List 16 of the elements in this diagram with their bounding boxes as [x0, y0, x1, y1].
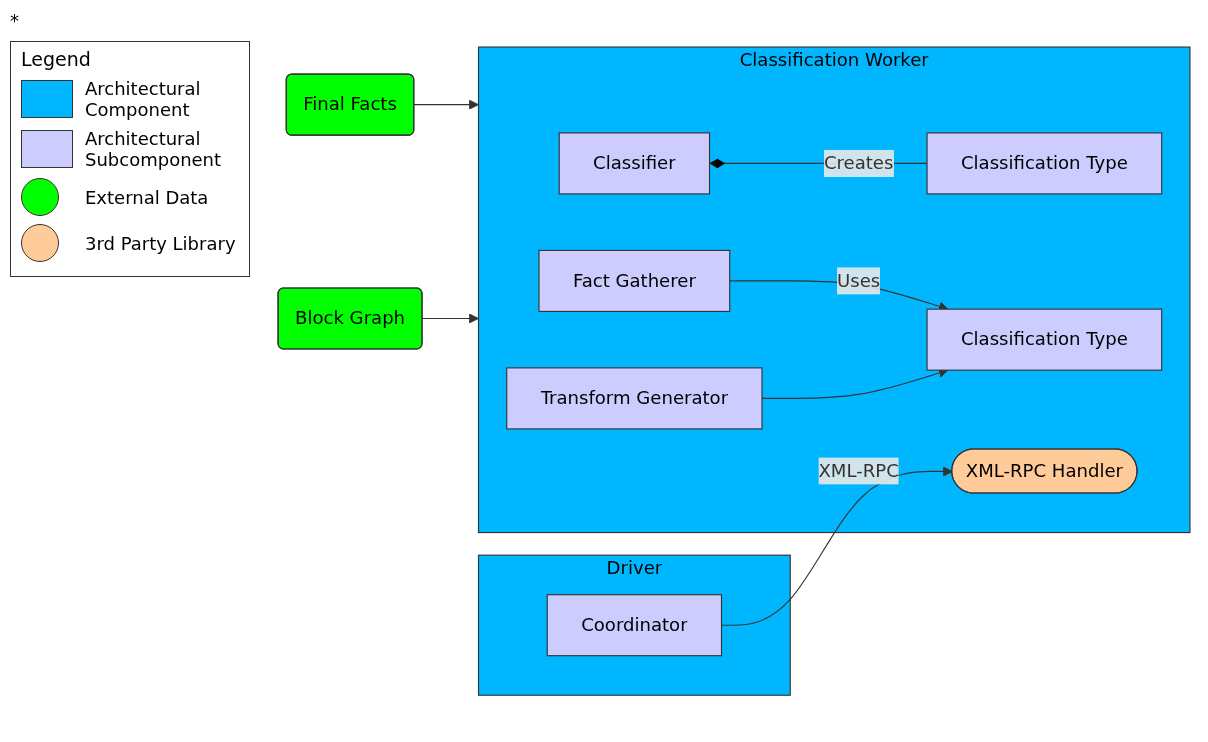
edge-label: Creates	[823, 151, 894, 174]
node-box: Transform Generator	[506, 367, 763, 430]
legend-text: 3rd Party Library	[85, 232, 236, 254]
node-box: Coordinator	[546, 594, 723, 657]
edge-label: XML-RPC	[818, 459, 899, 482]
node-box: Fact Gatherer	[538, 249, 731, 312]
multiplicity-label: *	[10, 10, 20, 31]
legend-text: Architectural Component	[85, 78, 202, 120]
arrow	[413, 99, 479, 110]
legend-text: Architectural Subcomponent	[85, 128, 223, 170]
legend-title: Legend	[21, 48, 92, 70]
edge-label: Uses	[837, 269, 881, 291]
node-box: Classification Type	[926, 132, 1163, 195]
legend-text: External Data	[85, 186, 209, 208]
node-box: Classification Type	[926, 308, 1163, 371]
node-box: Classifier	[558, 132, 711, 195]
